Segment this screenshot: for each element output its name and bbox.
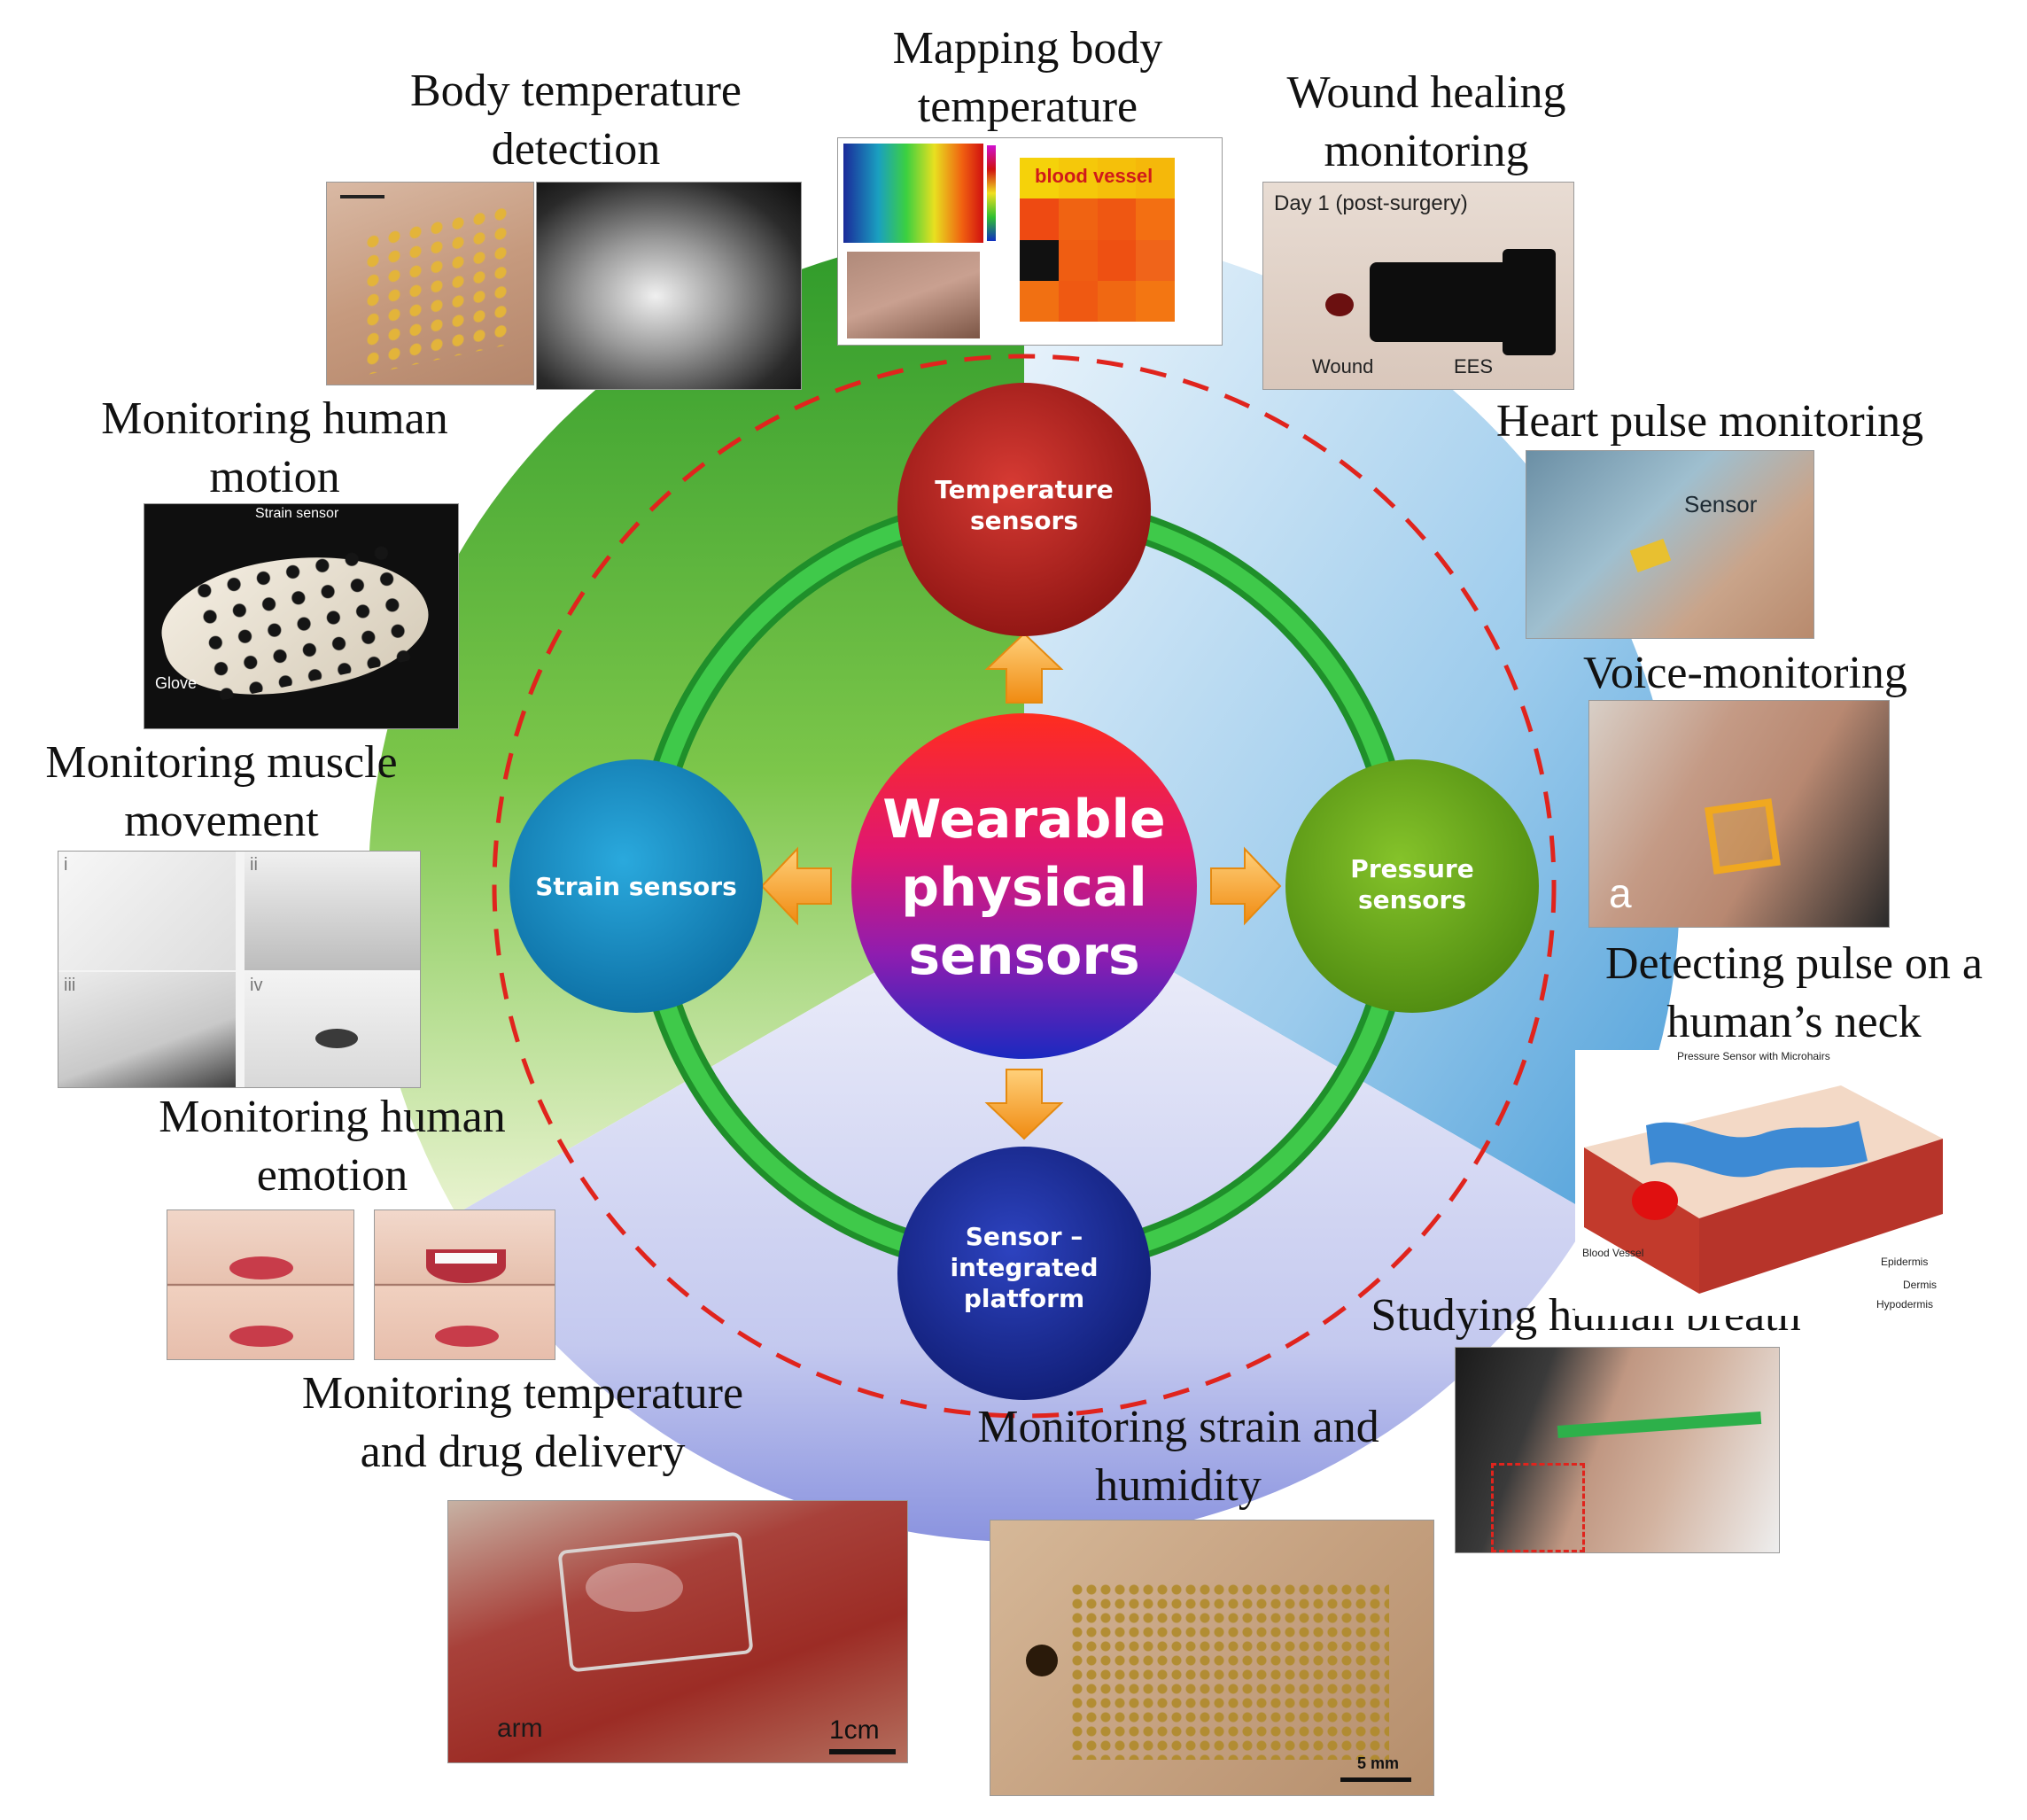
- panel-iv: iv: [250, 976, 263, 995]
- temperature-label-2: sensors: [970, 506, 1078, 535]
- strain-label: Strain sensors: [535, 872, 737, 901]
- one-cm-label: 1cm: [829, 1715, 880, 1745]
- caption-emotion: Monitoring human emotion: [124, 1088, 540, 1205]
- caption-temp-drug: Monitoring temperature and drug delivery: [266, 1365, 780, 1482]
- platform-node: [897, 1147, 1151, 1400]
- caption-wound-2: monitoring: [1324, 126, 1529, 176]
- panel-iii: iii: [64, 976, 76, 995]
- photo-strain-humidity: 5 mm: [990, 1520, 1434, 1796]
- photo-motion: Strain sensor Glove: [144, 503, 459, 729]
- skin-layers-diagram: [1584, 1085, 1943, 1294]
- caption-body-temp-2: detection: [491, 124, 661, 175]
- photo-voice: a: [1588, 700, 1890, 928]
- caption-temp-drug-1: Monitoring temperature: [301, 1368, 744, 1419]
- strain-sensor-label: Strain sensor: [255, 506, 339, 521]
- platform-label-3: platform: [964, 1284, 1084, 1313]
- photo-emotion-right: [374, 1209, 555, 1360]
- pressure-label-1: Pressure: [1350, 854, 1473, 883]
- caption-muscle-2: movement: [124, 796, 319, 846]
- caption-wound-1: Wound healing: [1286, 67, 1566, 118]
- sensor-label: Sensor: [1684, 491, 1758, 517]
- panel-a-label: a: [1609, 870, 1632, 916]
- center-title-1: Wearable: [882, 789, 1166, 851]
- temperature-node: [897, 383, 1151, 636]
- five-mm-label: 5 mm: [1357, 1754, 1400, 1772]
- platform-label-1: Sensor –: [966, 1222, 1083, 1251]
- caption-motion-1: Monitoring human: [101, 393, 448, 444]
- caption-emotion-2: emotion: [256, 1150, 408, 1201]
- caption-emotion-1: Monitoring human: [159, 1092, 506, 1142]
- photo-temp-drug: arm 1cm: [447, 1500, 908, 1763]
- pressure-node: [1285, 759, 1539, 1013]
- pressure-sensor-label: Pressure Sensor with Microhairs: [1677, 1050, 1830, 1062]
- day1-label: Day 1 (post-surgery): [1274, 191, 1468, 215]
- photo-mapping: blood vessel: [837, 137, 1223, 346]
- caption-strain-humidity-2: humidity: [1095, 1460, 1262, 1511]
- glove-label: Glove: [155, 674, 198, 692]
- blood-vessel-label: blood vessel: [1035, 165, 1153, 187]
- caption-mapping: Mapping body temperature: [850, 19, 1205, 136]
- caption-strain-humidity-1: Monitoring strain and: [977, 1402, 1379, 1452]
- caption-temp-drug-2: and drug delivery: [360, 1427, 686, 1477]
- dashed-boundary: [492, 354, 1557, 1419]
- caption-mapping-1: Mapping body: [892, 23, 1163, 74]
- center-title-3: sensors: [908, 925, 1139, 987]
- arrow-right: [1210, 846, 1282, 926]
- photo-muscle: i ii iii iv: [58, 851, 421, 1088]
- caption-wound: Wound healing monitoring: [1249, 64, 1604, 181]
- caption-body-temp: Body temperature detection: [337, 62, 815, 179]
- pressure-label-2: sensors: [1358, 885, 1466, 914]
- arrow-left: [760, 846, 832, 926]
- center-circle: [851, 713, 1197, 1059]
- photo-body-temp-xray: [536, 182, 802, 390]
- arrow-up: [984, 632, 1064, 704]
- hypodermis-label: Hypodermis: [1876, 1298, 1934, 1311]
- caption-heart-pulse: Heart pulse monitoring: [1453, 393, 1967, 451]
- photo-heart-pulse: Sensor: [1526, 450, 1814, 639]
- panel-i: i: [64, 855, 68, 875]
- wound-label: Wound: [1312, 355, 1374, 377]
- center-title-2: physical: [901, 857, 1147, 919]
- caption-body-temp-1: Body temperature: [410, 66, 742, 116]
- epidermis-label: Epidermis: [1881, 1256, 1929, 1268]
- caption-neck-pulse-2: human’s neck: [1666, 997, 1922, 1047]
- caption-muscle: Monitoring muscle movement: [18, 734, 425, 851]
- caption-neck-pulse-1: Detecting pulse on a: [1605, 938, 1983, 989]
- caption-strain-humidity: Monitoring strain and humidity: [939, 1398, 1417, 1515]
- temperature-label-1: Temperature: [935, 475, 1113, 504]
- platform-label-2: integrated: [950, 1253, 1098, 1282]
- photo-breath: [1455, 1347, 1780, 1553]
- dermis-label: Dermis: [1903, 1279, 1937, 1291]
- photo-emotion-left: [167, 1209, 354, 1360]
- blood-vessel-caption: Blood Vessel: [1582, 1247, 1644, 1259]
- arrow-down: [984, 1069, 1064, 1140]
- ees-label: EES: [1454, 355, 1494, 377]
- caption-motion: Monitoring human motion: [71, 390, 478, 507]
- caption-voice: Voice-monitoring: [1542, 644, 1949, 703]
- panel-ii: ii: [250, 855, 258, 875]
- caption-motion-2: motion: [209, 452, 340, 502]
- strain-node: [509, 759, 763, 1013]
- arm-label: arm: [497, 1714, 543, 1743]
- caption-voice-1: Voice-monitoring: [1583, 648, 1907, 698]
- caption-neck-pulse: Detecting pulse on a human’s neck: [1568, 935, 2020, 1052]
- photo-body-temp-array: [326, 182, 534, 385]
- caption-muscle-1: Monitoring muscle: [45, 737, 398, 788]
- photo-neck-pulse: Pressure Sensor with Microhairs Blood Ve…: [1575, 1050, 1952, 1316]
- caption-heart-pulse-1: Heart pulse monitoring: [1495, 396, 1924, 447]
- caption-mapping-2: temperature: [917, 82, 1138, 132]
- photo-wound: Day 1 (post-surgery) Wound EES: [1262, 182, 1574, 390]
